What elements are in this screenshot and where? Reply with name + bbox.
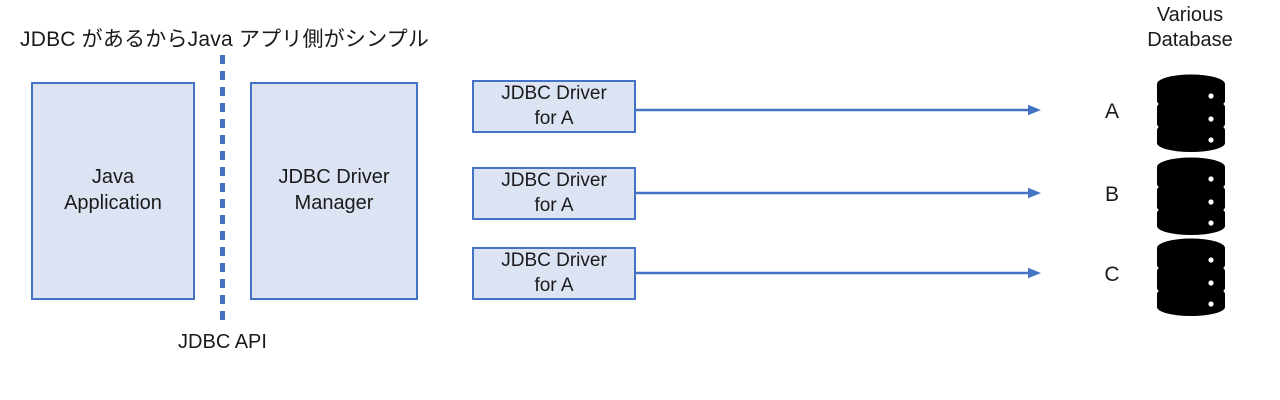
jdbc-driver-manager-box: JDBC Driver Manager [250, 82, 418, 300]
jdbc-driver-label-c: JDBC Driver for A [501, 250, 607, 296]
database-label-c: C [1104, 263, 1120, 286]
database-cylinder-icon [1155, 157, 1227, 235]
right-arrow-icon [636, 266, 1042, 280]
jdbc-driver-manager-label: JDBC Driver Manager [278, 166, 390, 214]
database-label-b: B [1104, 183, 1119, 206]
jdbc-api-divider [220, 55, 225, 327]
diagram-title: JDBC があるからJava アプリ側がシンプル [20, 28, 430, 51]
java-application-label: Java Application [64, 166, 162, 214]
java-application-box: Java Application [31, 82, 195, 300]
jdbc-driver-box-b: JDBC Driver for A [472, 167, 636, 220]
jdbc-api-label: JDBC API [178, 331, 267, 353]
various-database-header-line1: Various [1156, 4, 1224, 26]
database-cylinder-icon [1155, 74, 1227, 152]
database-cylinder-icon [1155, 238, 1227, 316]
right-arrow-icon [636, 186, 1042, 200]
various-database-header-line2: Database [1147, 29, 1233, 51]
jdbc-driver-box-c: JDBC Driver for A [472, 247, 636, 300]
jdbc-driver-label-b: JDBC Driver for A [501, 170, 607, 216]
various-database-header: Various Database [1110, 3, 1270, 53]
right-arrow-icon [636, 103, 1042, 117]
database-label-a: A [1104, 100, 1119, 123]
jdbc-driver-box-a: JDBC Driver for A [472, 80, 636, 133]
jdbc-driver-label-a: JDBC Driver for A [501, 83, 607, 129]
